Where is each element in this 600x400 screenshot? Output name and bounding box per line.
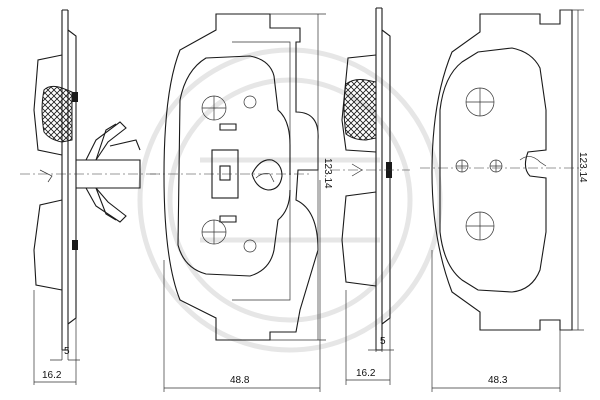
view1-height-label: 123.14	[322, 158, 333, 189]
view1-width-label: 48.8	[230, 375, 250, 386]
view1-plate-dimension: 5	[50, 330, 80, 361]
view1-side-profile	[20, 9, 160, 351]
view2-width-label: 48.3	[488, 375, 508, 386]
view1-thickness-label: 16.2	[42, 370, 62, 381]
view1-thickness-dimension: 16.2	[33, 290, 77, 385]
view2-plate-dimension: 5	[368, 330, 394, 352]
view2-height-dimension: 123.14	[560, 9, 588, 331]
view2-side-profile	[330, 7, 410, 351]
view2-plate-label: 5	[380, 336, 386, 347]
view1-plate-label: 5	[64, 346, 70, 357]
view1-height-dimension: 123.14	[270, 13, 333, 341]
view1-width-dimension: 48.8	[163, 180, 321, 392]
view2-pad-back	[420, 9, 580, 331]
view2-height-label: 123.14	[577, 152, 588, 183]
view2-width-dimension: 48.3	[431, 250, 561, 392]
view2-thickness-label: 16.2	[356, 368, 376, 379]
view2-thickness-dimension: 16.2	[345, 290, 391, 385]
